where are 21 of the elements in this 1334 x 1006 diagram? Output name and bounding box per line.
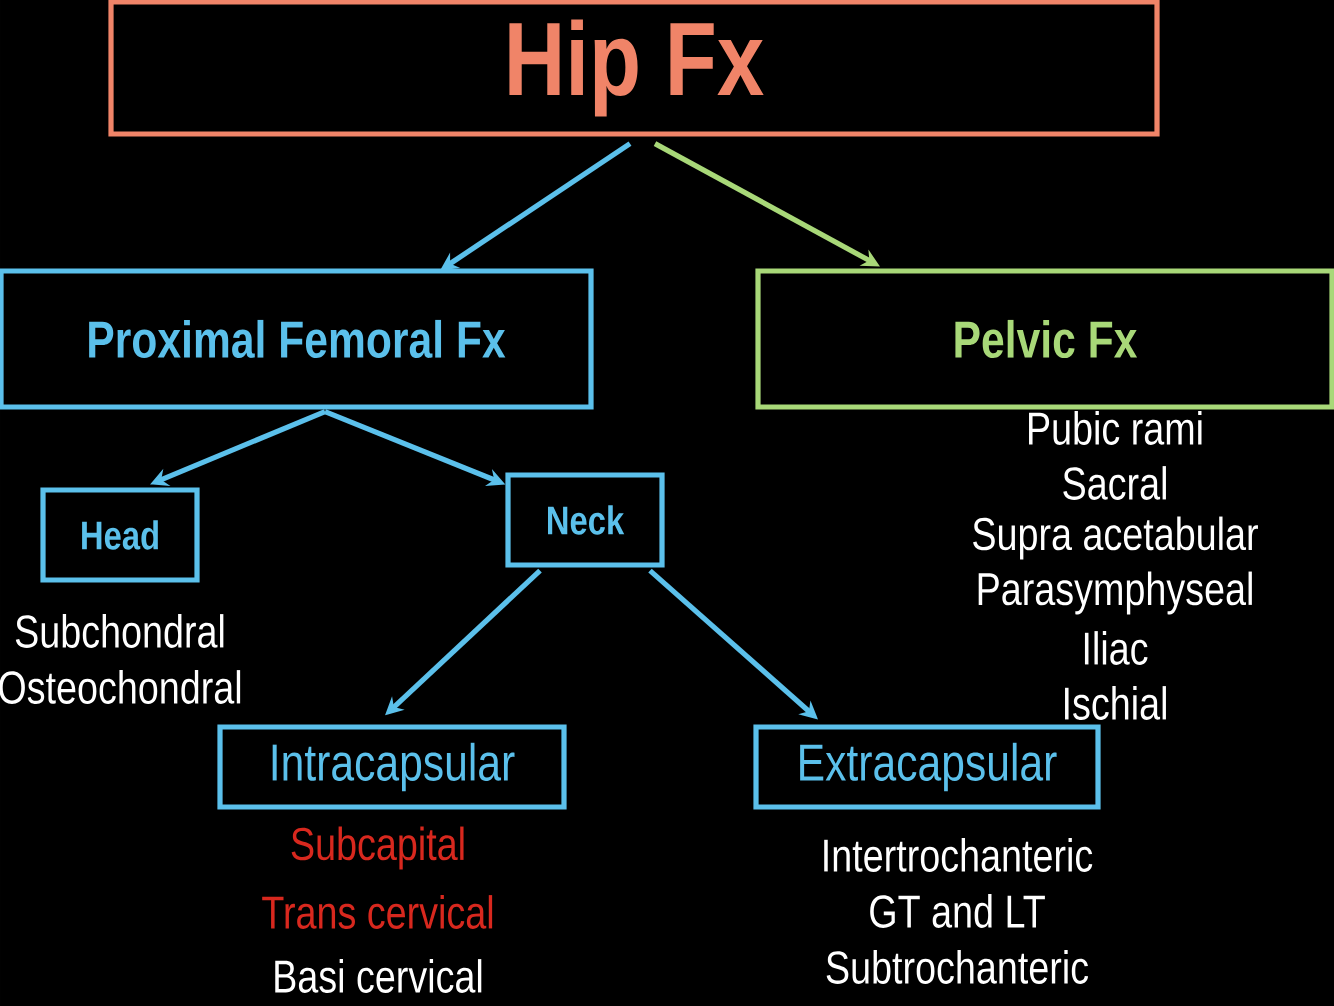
label-box: Neck — [505, 472, 665, 568]
list-item: Subchondral — [15, 614, 224, 648]
list-item: Basi cervical — [275, 959, 482, 993]
list-item: Trans cervical — [262, 895, 493, 929]
label-box: Hip Fx — [108, 0, 1160, 137]
list-item: Parasymphyseal — [978, 571, 1252, 615]
list-item: Ischial — [1065, 686, 1166, 720]
list-item: Pubic rami — [1029, 411, 1202, 445]
list-item: Sacral — [1063, 466, 1166, 500]
label-box: Head — [40, 487, 200, 583]
list-item: Subtrochanteric — [826, 950, 1089, 984]
label-box: Pelvic Fx — [755, 268, 1334, 410]
label-box: Extracapsular — [753, 724, 1101, 810]
label-box: Intracapsular — [217, 724, 567, 810]
list-item: GT and LT — [870, 894, 1045, 928]
list-item: Intertrochanteric — [824, 838, 1093, 872]
list-item: Iliac — [1084, 631, 1148, 665]
list-item: Supra acetabular — [973, 516, 1258, 560]
label-box: Proximal Femoral Fx — [0, 268, 594, 410]
list-item: Osteochondral — [0, 670, 241, 704]
list-item: Subcapital — [291, 826, 464, 870]
